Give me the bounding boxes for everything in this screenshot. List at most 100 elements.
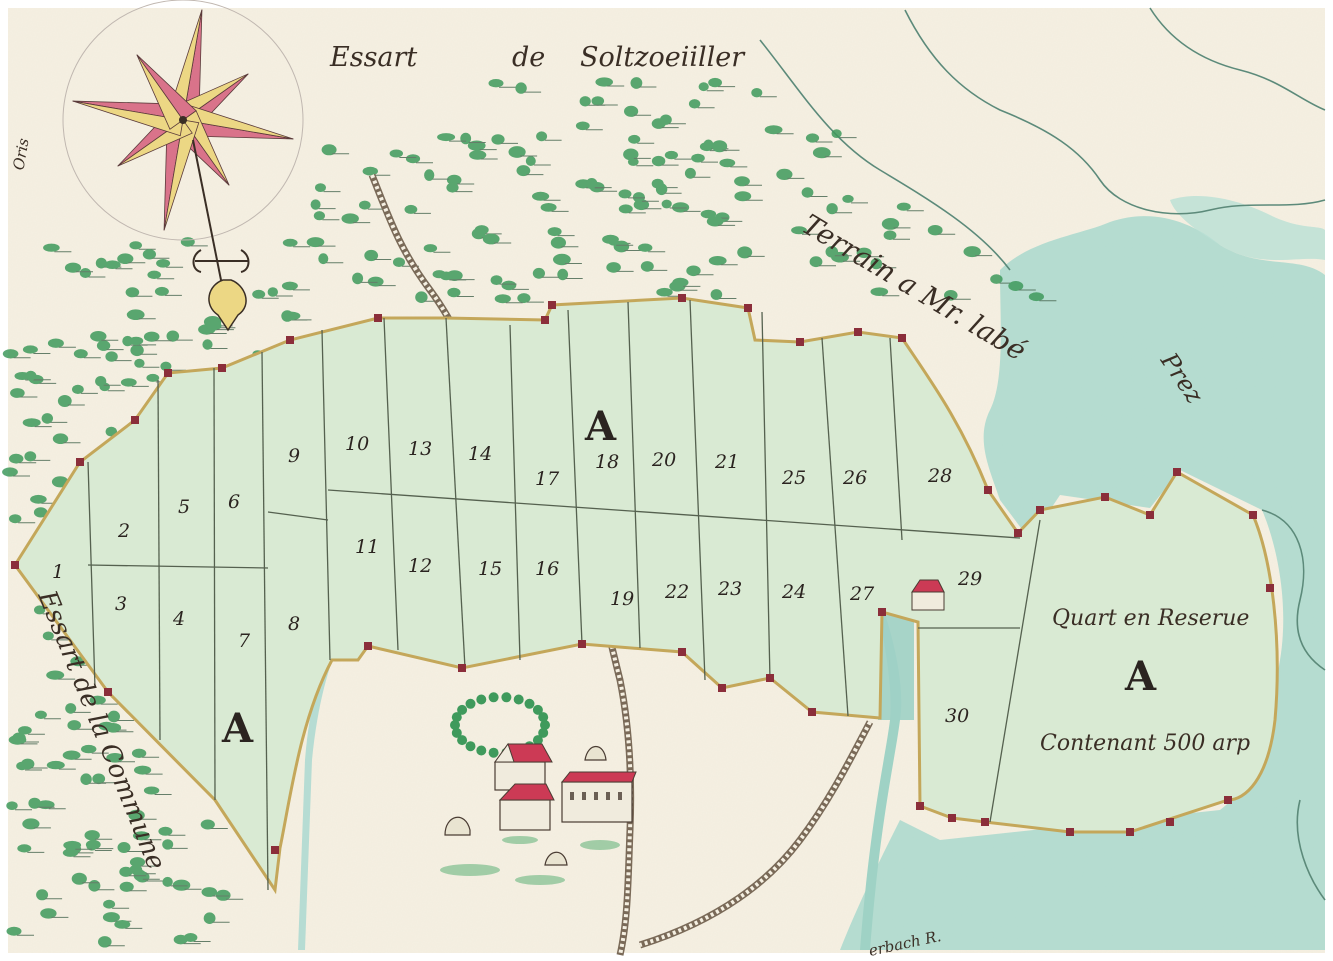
boundary-marker <box>131 416 139 424</box>
tree <box>267 287 278 297</box>
tree <box>706 216 724 227</box>
tree <box>632 192 645 203</box>
bridge-house <box>911 579 945 611</box>
boundary-marker <box>1166 818 1174 826</box>
boundary-marker <box>796 338 804 346</box>
tree <box>79 268 91 278</box>
tree <box>30 494 47 504</box>
tree <box>623 148 639 161</box>
parcel-number: 21 <box>714 451 739 473</box>
tree <box>586 178 598 190</box>
title-name: Soltzoeiiller <box>580 42 746 73</box>
hedge-bush <box>488 692 499 703</box>
compass-point <box>72 100 184 137</box>
boundary-marker <box>1101 493 1109 501</box>
tree <box>98 936 112 948</box>
tree <box>698 82 709 92</box>
tree <box>525 156 536 166</box>
boundary-marker <box>1126 828 1134 836</box>
boundary-marker <box>878 608 886 616</box>
tree <box>17 844 32 853</box>
tree <box>282 238 298 247</box>
parcel-numbers: 1 2 3 4 5 6 7 8 9 10 11 12 13 14 15 16 1… <box>52 433 982 727</box>
hedge-bush <box>457 735 468 746</box>
boundary-marker <box>678 648 686 656</box>
tree <box>156 259 171 268</box>
boundary-marker <box>218 364 226 372</box>
tree <box>96 340 111 351</box>
tree <box>206 320 222 331</box>
boundary-marker <box>104 688 112 696</box>
tree <box>43 243 60 252</box>
tree <box>842 194 854 203</box>
edge-label: Oris <box>9 137 32 172</box>
tree <box>791 226 807 235</box>
tree <box>550 236 567 249</box>
tree <box>9 453 24 464</box>
boundary-markers <box>11 294 1274 854</box>
tree <box>362 166 378 176</box>
tree <box>25 370 37 381</box>
tree <box>405 154 421 164</box>
tree <box>67 720 81 731</box>
tree <box>801 187 814 198</box>
boundary-marker <box>271 846 279 854</box>
tree <box>805 133 820 143</box>
parcel-number: 2 <box>117 520 130 542</box>
boundary-marker <box>1066 828 1074 836</box>
tree <box>532 267 546 279</box>
tree <box>172 879 191 891</box>
tree <box>651 155 666 167</box>
hedge-bush <box>488 747 499 758</box>
boundary-marker <box>744 304 752 312</box>
hedge-bush <box>451 727 462 738</box>
tree <box>24 451 37 462</box>
tree <box>119 881 134 892</box>
tree <box>711 140 728 153</box>
tree <box>896 202 911 211</box>
parcel-number: 20 <box>651 449 676 471</box>
tree <box>672 277 689 288</box>
tree <box>18 726 32 735</box>
hedge-bush <box>532 704 543 715</box>
tree <box>575 121 590 131</box>
tree <box>203 912 216 924</box>
tree <box>81 744 97 754</box>
tree <box>809 256 823 268</box>
tree <box>516 165 531 177</box>
tree <box>134 358 145 368</box>
parcel-number: 25 <box>781 467 806 489</box>
tree <box>62 848 79 857</box>
tree <box>870 287 889 297</box>
boundary-marker <box>541 316 549 324</box>
tree <box>119 866 133 877</box>
boundary-marker <box>981 818 989 826</box>
boundary-marker <box>578 640 586 648</box>
tree <box>734 176 750 187</box>
tree <box>618 189 632 199</box>
tree <box>126 309 145 321</box>
tree <box>133 869 146 881</box>
tree <box>831 129 842 139</box>
tree <box>89 695 106 705</box>
tree <box>10 388 25 398</box>
tree <box>95 376 107 387</box>
tree <box>122 335 133 347</box>
tree <box>579 96 591 107</box>
tree <box>72 384 84 394</box>
parcel-number: 19 <box>610 588 634 610</box>
river-lines <box>759 7 1326 901</box>
parcel-number: 29 <box>957 568 982 590</box>
tree <box>8 735 27 745</box>
tree <box>105 723 122 733</box>
reserve-line1: Quart en Reserue <box>1052 606 1249 631</box>
parcel-number: 8 <box>288 613 300 635</box>
tree <box>517 293 531 304</box>
hedge-bush <box>451 712 462 723</box>
tree <box>719 158 736 168</box>
tree <box>6 926 22 936</box>
tree <box>944 290 958 301</box>
tree <box>52 433 69 445</box>
estate-field <box>13 296 1279 895</box>
parcel-number: 5 <box>178 496 190 518</box>
